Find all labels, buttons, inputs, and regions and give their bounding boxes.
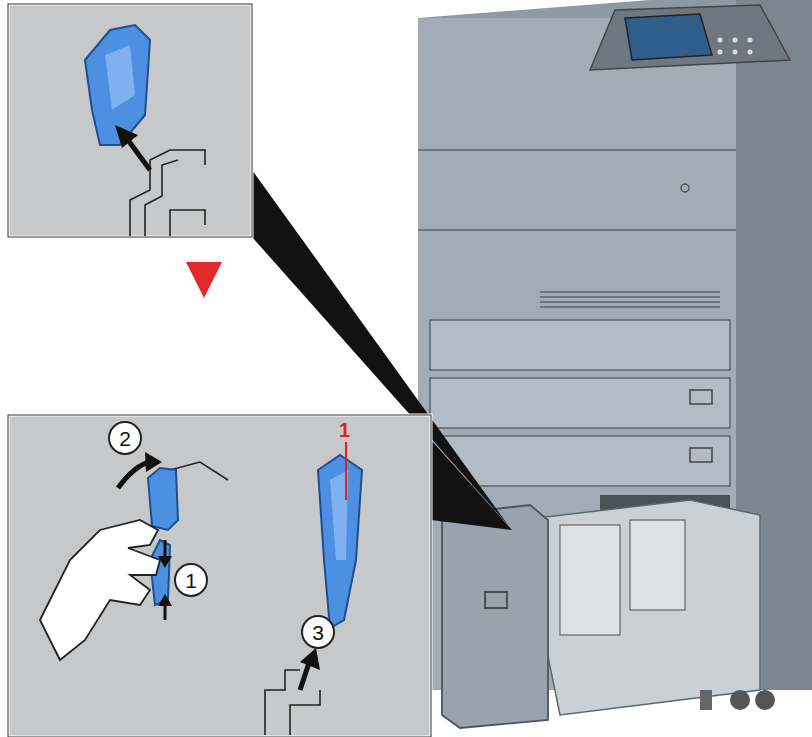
step-number: 2 [119,428,131,449]
step-circle: 1 [174,563,208,597]
step-number: 3 [312,622,324,643]
zoom-wedge [431,440,512,530]
control-panel [590,5,790,70]
blue-part [318,455,362,628]
leader-line [345,442,347,500]
step-arrow [186,262,222,298]
drawer-front [442,505,548,728]
blue-part [148,468,178,530]
step-number: 1 [185,570,197,591]
touch-screen [625,14,712,60]
drawer-tray [520,500,760,715]
step-circle: 3 [301,615,335,649]
hand [40,520,160,660]
callout-number: 1 [339,420,350,440]
detail-inset [8,415,431,737]
detail-inset [8,4,252,237]
step-circle: 2 [108,421,142,455]
